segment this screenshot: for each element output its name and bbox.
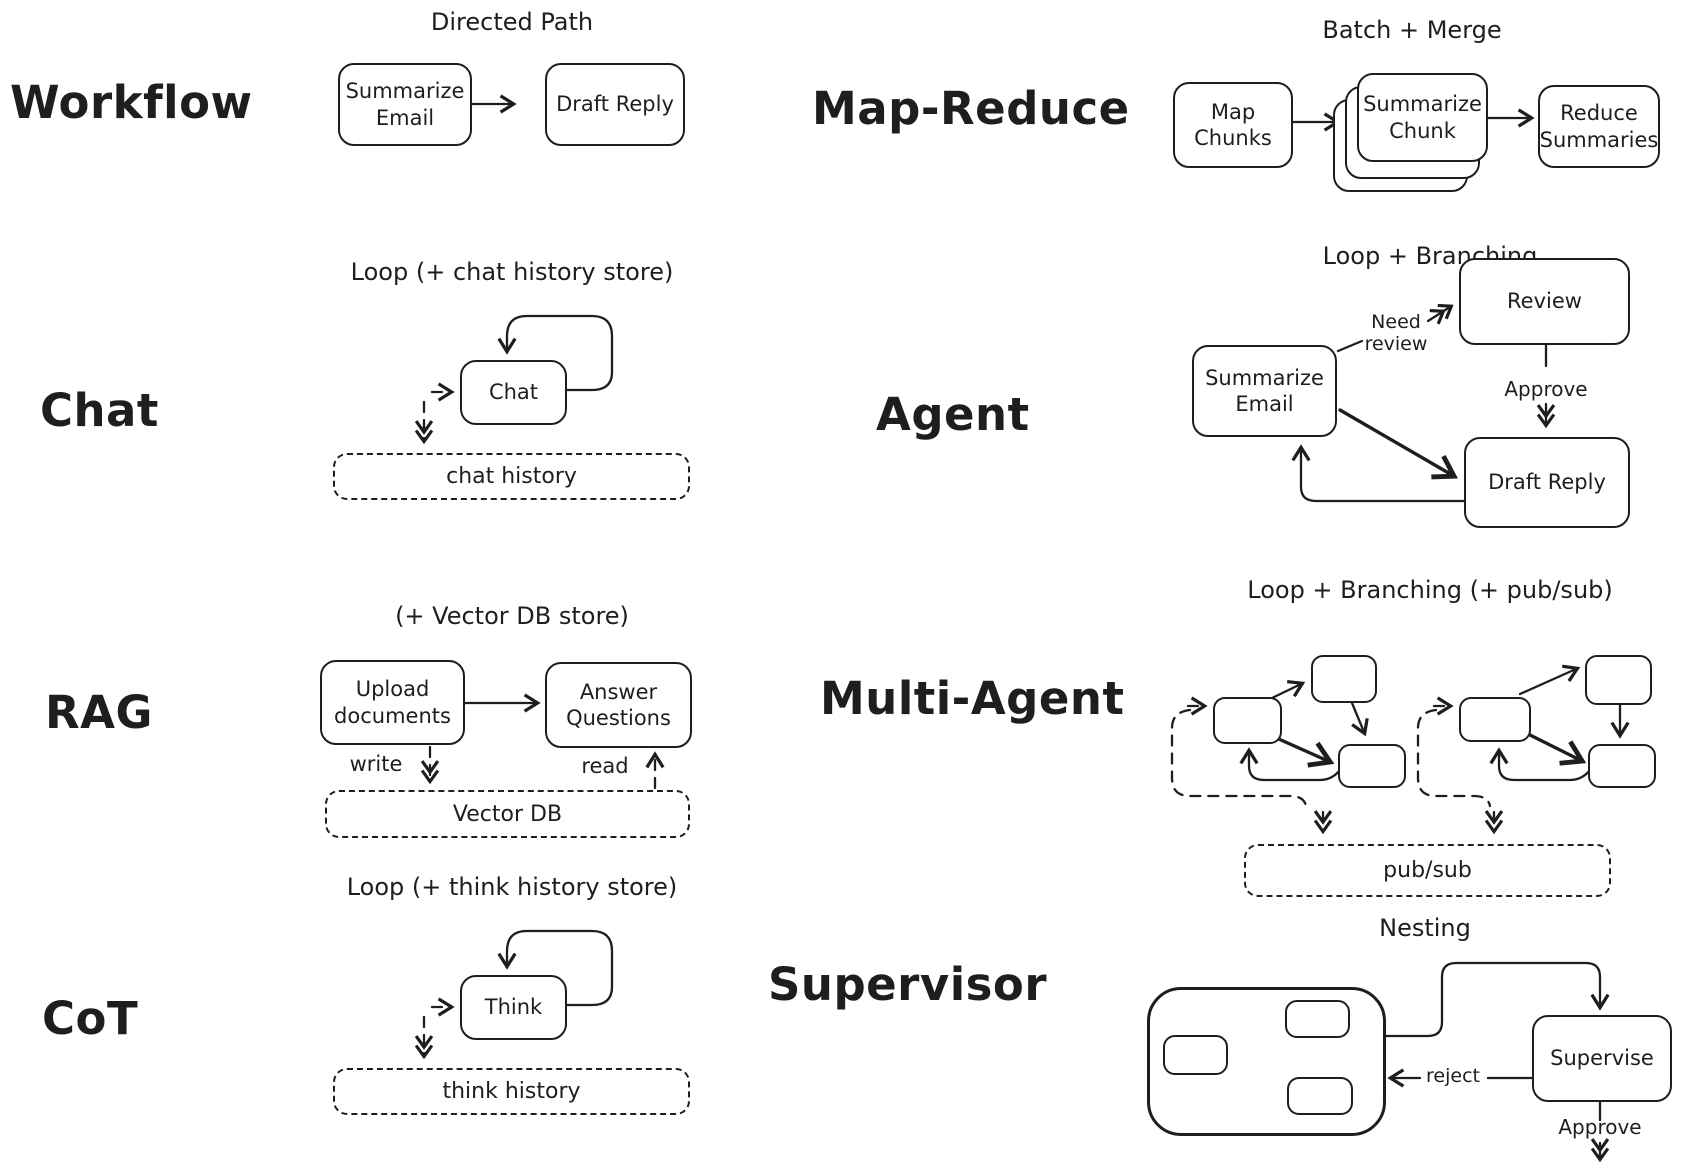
chat-label: Chat <box>40 384 159 437</box>
multiagent-r-c-to-a-loop <box>1489 747 1592 782</box>
map-reduce-title: Batch + Merge <box>1322 16 1502 44</box>
mapreduce-node-map-chunks: Map Chunks <box>1173 82 1293 168</box>
agent-need-review-label: Need review <box>1364 311 1428 355</box>
rag-label: RAG <box>45 686 153 739</box>
multiagent-r-node-a <box>1459 697 1531 742</box>
multiagent-l-a-to-c-arrow <box>1270 734 1335 768</box>
agent-draft-to-summarize-loop <box>1291 444 1466 503</box>
multiagent-r-a-to-b-arrow <box>1518 664 1581 696</box>
cot-title: Loop (+ think history store) <box>346 873 678 901</box>
rag-write-label: write <box>349 752 403 776</box>
chat-title: Loop (+ chat history store) <box>350 258 674 286</box>
multiagent-l-node-a <box>1213 697 1282 744</box>
multiagent-l-b-to-c-arrow <box>1350 701 1369 737</box>
supervisor-title: Nesting <box>1379 914 1471 942</box>
multi-agent-title: Loop + Branching (+ pub/sub) <box>1247 576 1613 604</box>
mapreduce-node-reduce-summaries: Reduce Summaries <box>1538 85 1660 168</box>
multiagent-l-node-c <box>1338 744 1406 788</box>
multiagent-r-node-b <box>1585 655 1652 705</box>
agent-node-draft-reply: Draft Reply <box>1464 437 1630 528</box>
supervisor-approve-label: Approve <box>1558 1115 1642 1139</box>
multiagent-l-a-to-b-arrow <box>1268 680 1306 701</box>
agent-need-review-tick <box>1336 339 1364 353</box>
chat-history-store: chat history <box>333 453 690 500</box>
cot-label: CoT <box>42 992 139 1045</box>
supervisor-inner-node-a <box>1163 1035 1228 1075</box>
cot-node-think: Think <box>460 975 567 1040</box>
supervisor-node-supervise: Supervise <box>1532 1015 1672 1102</box>
supervisor-inner-node-b <box>1285 1000 1350 1038</box>
workflow-node-summarize-email: Summarize Email <box>338 63 472 146</box>
mapreduce-node-summarize-chunk: Summarize Chunk <box>1357 73 1488 162</box>
supervisor-label: Supervisor <box>768 958 1048 1011</box>
chat-node-chat: Chat <box>460 360 567 425</box>
multiagent-l-node-b <box>1311 655 1377 703</box>
pub-sub-store: pub/sub <box>1244 844 1611 897</box>
supervisor-inner-node-c <box>1287 1077 1353 1115</box>
rag-title: (+ Vector DB store) <box>395 602 629 630</box>
multiagent-r-node-c <box>1588 744 1656 788</box>
workflow-title: Directed Path <box>430 8 594 36</box>
think-history-store: think history <box>333 1068 690 1115</box>
workflow-node-draft-reply: Draft Reply <box>545 63 685 146</box>
workflow-label: Workflow <box>10 76 253 129</box>
vector-db-store: Vector DB <box>325 790 690 838</box>
map-reduce-label: Map-Reduce <box>812 82 1130 135</box>
agent-node-summarize-email: Summarize Email <box>1192 345 1337 437</box>
supervisor-reject-label: reject <box>1426 1065 1480 1087</box>
rag-read-label: read <box>581 754 629 778</box>
rag-node-upload-documents: Upload documents <box>320 660 465 745</box>
agent-node-review: Review <box>1459 258 1630 345</box>
rag-node-answer-questions: Answer Questions <box>545 662 692 748</box>
agent-label: Agent <box>876 388 1030 441</box>
agent-summarize-to-draft-arrow <box>1338 408 1459 480</box>
multiagent-l-c-to-a-loop <box>1239 747 1342 782</box>
agent-approve-label: Approve <box>1504 377 1588 401</box>
multi-agent-label: Multi-Agent <box>820 672 1125 725</box>
multiagent-r-a-to-c-arrow <box>1520 729 1587 766</box>
